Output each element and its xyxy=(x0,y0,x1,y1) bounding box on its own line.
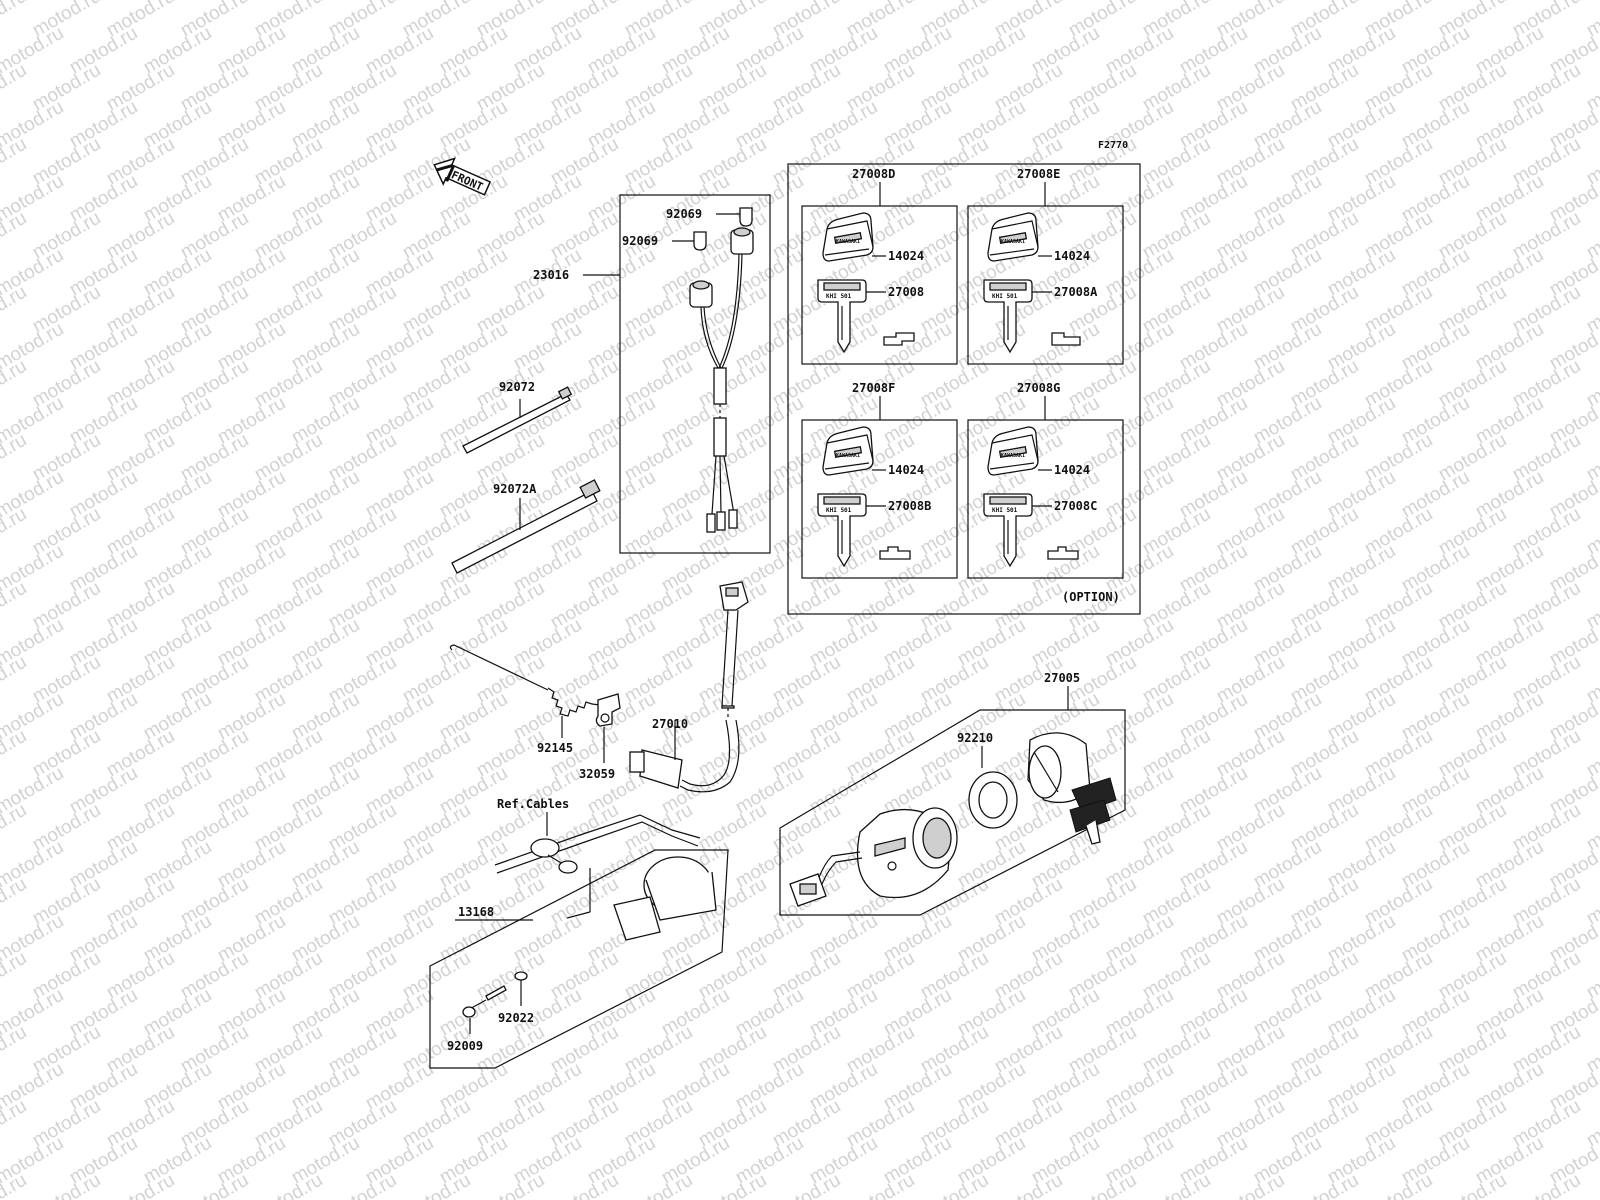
part-label-92009: 92009 xyxy=(447,1039,483,1053)
watermark-text: motod.ru xyxy=(0,208,30,264)
watermark-text: motod.ru xyxy=(399,1170,474,1200)
key-code-text: KHI 501 xyxy=(826,507,852,514)
watermark-text: motod.ru xyxy=(0,726,30,782)
part-label-27010: 27010 xyxy=(652,717,688,731)
part-label-27005: 27005 xyxy=(1044,671,1080,685)
watermark-text: motod.ru xyxy=(29,1170,104,1200)
keyset-code-f: 27008F xyxy=(852,381,895,395)
watermark-text: motod.ru xyxy=(1287,1170,1362,1200)
watermark-text: motod.ru xyxy=(1065,1170,1140,1200)
key-code-text: KHI 501 xyxy=(826,293,852,300)
keyset-code-e: 27008E xyxy=(1017,167,1060,181)
part-label-92072: 92072 xyxy=(499,380,535,394)
key-label-e: 27008A xyxy=(1054,285,1098,299)
part-label-92210: 92210 xyxy=(957,731,993,745)
watermark-text: motod.ru xyxy=(0,504,30,560)
watermark-text: motod.ru xyxy=(1435,1170,1510,1200)
watermark-text: motod.ru xyxy=(103,1170,178,1200)
part-label-13168: 13168 xyxy=(458,905,494,919)
knob-label-d: 14024 xyxy=(888,249,924,263)
knob-label-f: 14024 xyxy=(888,463,924,477)
key-code-text: KHI 501 xyxy=(992,293,1018,300)
key-label-f: 27008B xyxy=(888,499,931,513)
part-label-92072A: 92072A xyxy=(493,482,537,496)
part-label-32059: 32059 xyxy=(579,767,615,781)
watermark-text: motod.ru xyxy=(0,430,30,486)
watermark-text: motod.ru xyxy=(1361,1170,1436,1200)
watermark-text: motod.ru xyxy=(177,1170,252,1200)
keyset-code-d: 27008D xyxy=(852,167,895,181)
watermark-text: motod.ru xyxy=(843,1170,918,1200)
watermark-text: motod.ru xyxy=(1213,1170,1288,1200)
keyset-code-g: 27008G xyxy=(1017,381,1060,395)
watermark-text: motod.ru xyxy=(547,1170,622,1200)
part-label-23016: 23016 xyxy=(533,268,569,282)
key-brand: KAWASAKI xyxy=(836,239,860,245)
key-brand: KAWASAKI xyxy=(1001,453,1025,459)
part-label-92022: 92022 xyxy=(498,1011,534,1025)
watermark-text: motod.ru xyxy=(0,948,30,1004)
key-code-text: KHI 501 xyxy=(992,507,1018,514)
watermark-text: motod.ru xyxy=(1509,1170,1584,1200)
watermark-text: motod.ru xyxy=(0,578,30,634)
ref-cables-label: Ref.Cables xyxy=(497,797,569,811)
watermark-text: motod.ru xyxy=(251,1170,326,1200)
watermark-text: motod.ru xyxy=(0,356,30,412)
watermark-text: motod.ru xyxy=(0,134,30,190)
watermark-text: motod.ru xyxy=(621,1170,696,1200)
watermark-text: motod.ru xyxy=(325,1170,400,1200)
part-label-92145: 92145 xyxy=(537,741,573,755)
figure-code: F2770 xyxy=(1098,140,1128,151)
watermark-text: motod.ru xyxy=(917,1170,992,1200)
knob-label-e: 14024 xyxy=(1054,249,1090,263)
bulb-icon xyxy=(693,231,707,251)
part-label-92069-a: 92069 xyxy=(666,207,702,221)
watermark-text: motod.ru xyxy=(1139,1170,1214,1200)
watermark-text: motod.ru xyxy=(0,1096,30,1152)
key-label-d: 27008 xyxy=(888,285,924,299)
bulb-icon xyxy=(739,207,753,227)
knob-label-g: 14024 xyxy=(1054,463,1090,477)
watermark-text: motod.ru xyxy=(0,60,30,116)
watermark-text: motod.ru xyxy=(0,652,30,708)
watermark-text: motod.ru xyxy=(695,1170,770,1200)
watermark-text: motod.ru xyxy=(0,0,30,41)
watermark-text: motod.ru xyxy=(0,1022,30,1078)
watermark-text: motod.ru xyxy=(0,874,30,930)
key-label-g: 27008C xyxy=(1054,499,1097,513)
key-brand: KAWASAKI xyxy=(836,453,860,459)
watermark-text: motod.ru xyxy=(1583,1170,1600,1200)
watermark-text: motod.ru xyxy=(0,800,30,856)
watermark-text: motod.ru xyxy=(0,282,30,338)
key-brand: KAWASAKI xyxy=(1001,239,1025,245)
watermark-text: motod.ru xyxy=(473,1170,548,1200)
option-label: (OPTION) xyxy=(1062,590,1120,604)
watermark-text: motod.ru xyxy=(769,1170,844,1200)
watermark-text: motod.ru xyxy=(991,1170,1066,1200)
part-label-92069-b: 92069 xyxy=(622,234,658,248)
